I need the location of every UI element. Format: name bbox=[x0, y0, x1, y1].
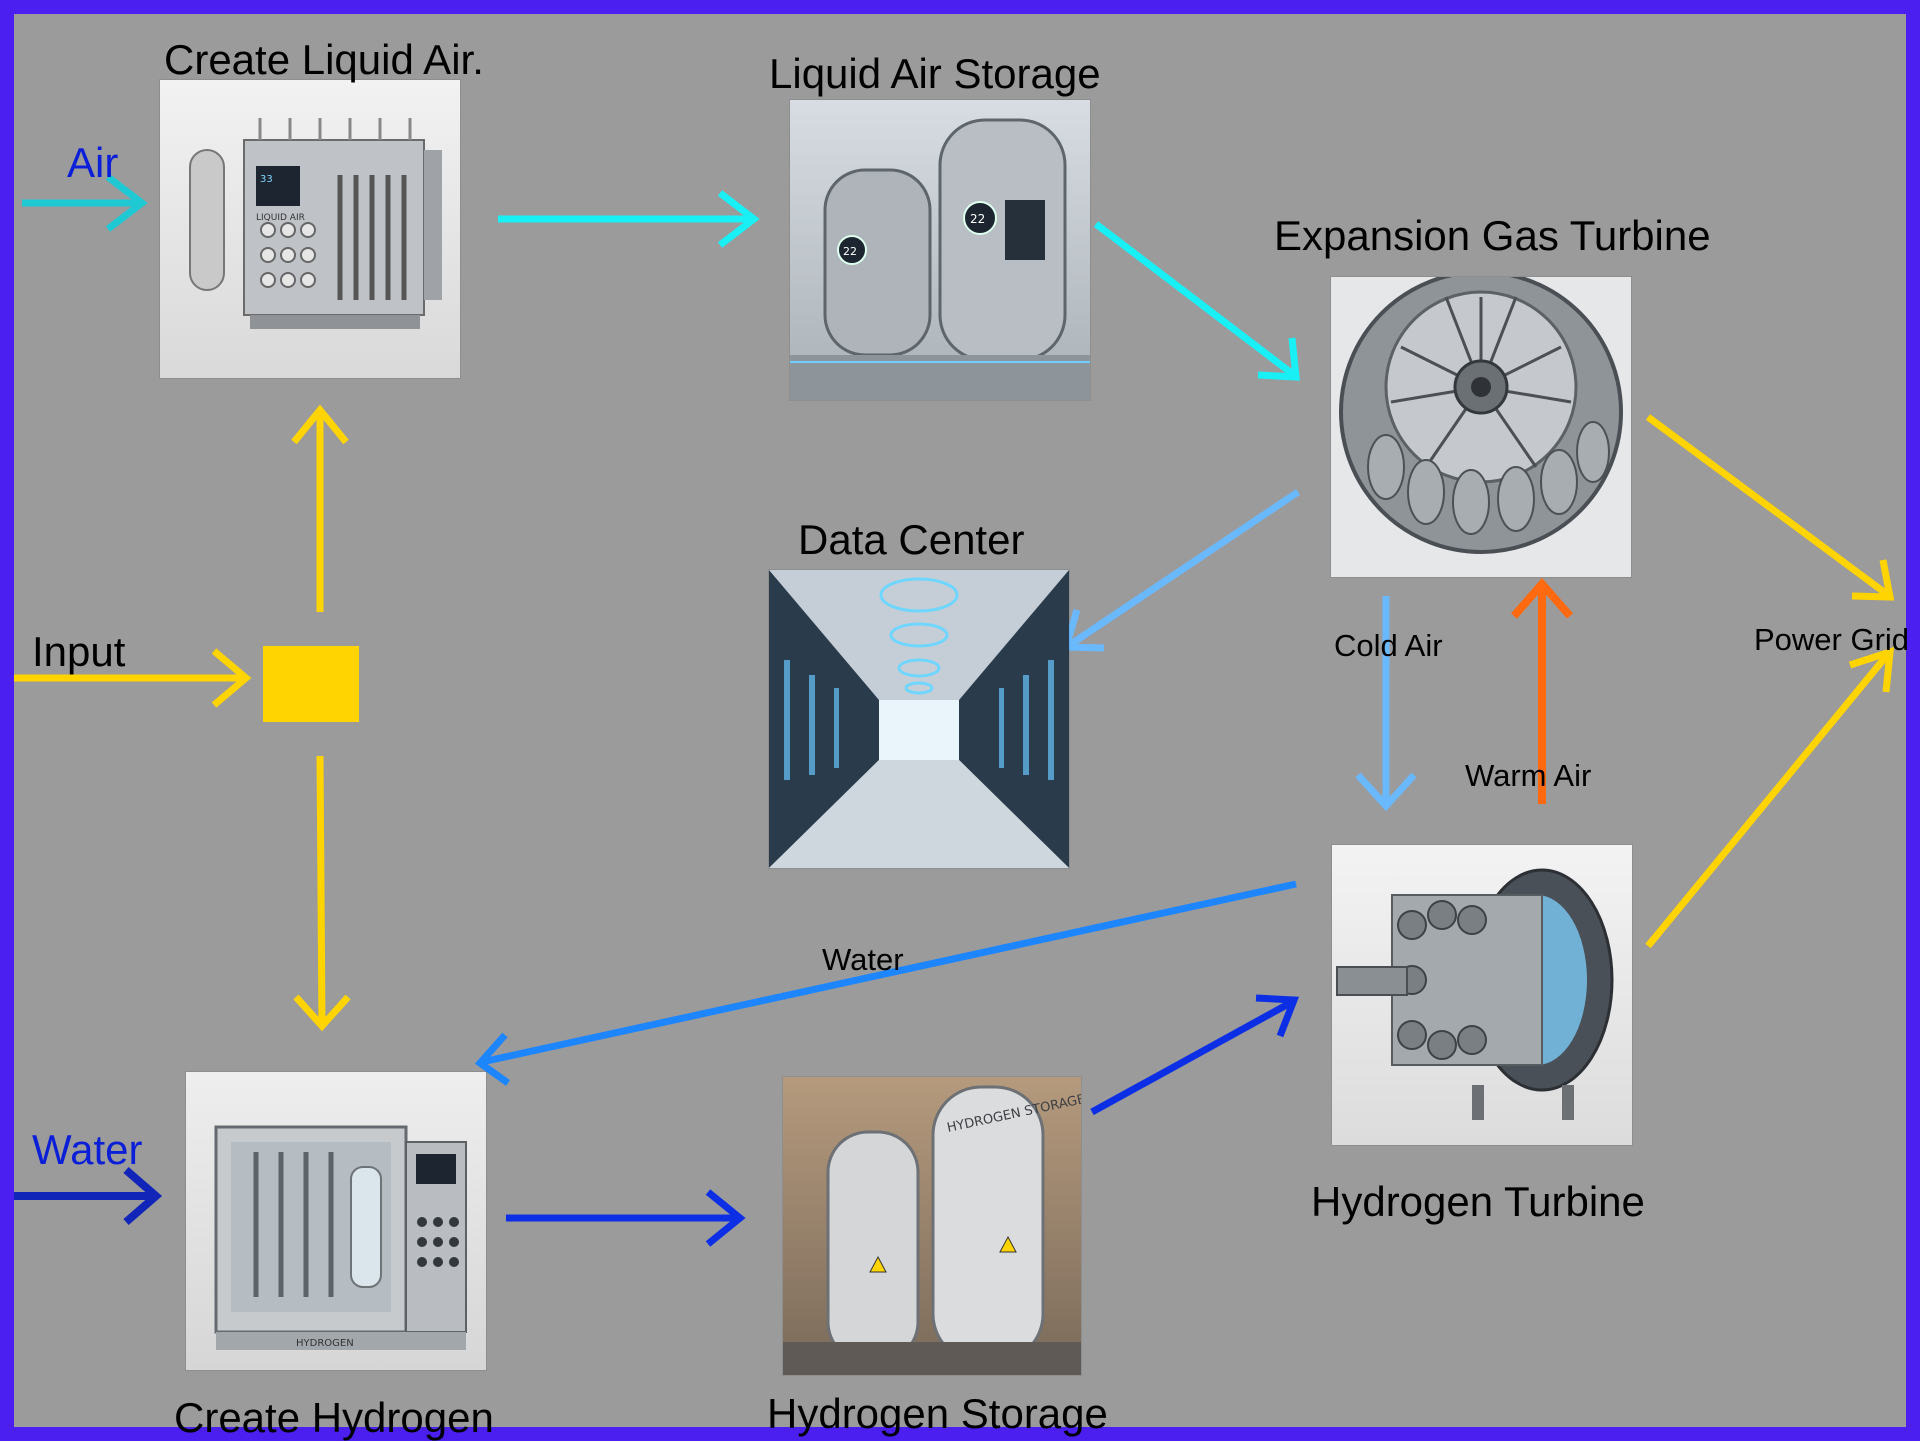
water-return-arrow bbox=[474, 880, 1297, 1086]
hydrogen-storage-image: HYDROGEN STORAGE bbox=[783, 1077, 1081, 1375]
storage-to-turbine-arrow bbox=[1093, 221, 1300, 381]
liquid-air-to-storage-arrow bbox=[498, 190, 760, 248]
air-input-label: Air bbox=[67, 139, 119, 186]
expansion-gas-turbine-label: Expansion Gas Turbine bbox=[1274, 212, 1711, 259]
hydrogen-turbine-to-power-grid-arrow bbox=[1645, 647, 1895, 949]
turbine-to-data-center-arrow bbox=[1061, 489, 1300, 652]
hydrogen-turbine-image bbox=[1332, 845, 1632, 1145]
water-input-arrow bbox=[14, 1166, 163, 1226]
hydrogen-storage-label: Hydrogen Storage bbox=[767, 1390, 1108, 1437]
storage-readout-left: 22 bbox=[843, 245, 857, 258]
cold-air-arrow bbox=[1355, 596, 1417, 812]
liquid-air-storage-label: Liquid Air Storage bbox=[769, 50, 1101, 97]
hydrogen-turbine-label: Hydrogen Turbine bbox=[1311, 1178, 1645, 1225]
readout-text: 33 bbox=[260, 174, 273, 185]
liquid-air-panel-text: LIQUID AIR bbox=[256, 213, 305, 223]
liquid-air-machine-image: 33 LIQUID AIR bbox=[160, 80, 460, 378]
cold-air-label: Cold Air bbox=[1334, 628, 1443, 663]
air-input-arrow bbox=[22, 174, 148, 232]
input-to-liquid-air-arrow bbox=[291, 404, 349, 612]
input-to-hydrogen-arrow bbox=[293, 755, 351, 1032]
data-center-label: Data Center bbox=[798, 516, 1025, 563]
storage-to-hydrogen-turbine-arrow bbox=[1090, 994, 1300, 1116]
input-junction-box bbox=[263, 646, 359, 722]
water-input-label: Water bbox=[32, 1126, 143, 1173]
expansion-turbine-image bbox=[1331, 277, 1631, 577]
water-return-label: Water bbox=[822, 942, 904, 977]
storage-readout-right: 22 bbox=[970, 212, 985, 226]
create-hydrogen-label: Create Hydrogen bbox=[174, 1394, 494, 1441]
flow-arrows bbox=[14, 174, 1895, 1247]
input-label: Input bbox=[32, 628, 126, 675]
hydrogen-machine-text: HYDROGEN bbox=[296, 1338, 354, 1349]
hydrogen-machine-image: HYDROGEN bbox=[186, 1072, 486, 1370]
data-center-image bbox=[769, 570, 1069, 868]
hydrogen-to-storage-arrow bbox=[506, 1189, 746, 1247]
turbine-to-power-grid-arrow bbox=[1645, 414, 1895, 601]
warm-air-label: Warm Air bbox=[1465, 758, 1592, 793]
input-arrow bbox=[14, 648, 252, 708]
power-grid-label: Power Grid bbox=[1754, 622, 1910, 657]
liquid-air-storage-image: 22 22 bbox=[790, 100, 1090, 400]
warm-air-arrow bbox=[1510, 577, 1574, 804]
create-liquid-air-label: Create Liquid Air. bbox=[164, 36, 484, 83]
